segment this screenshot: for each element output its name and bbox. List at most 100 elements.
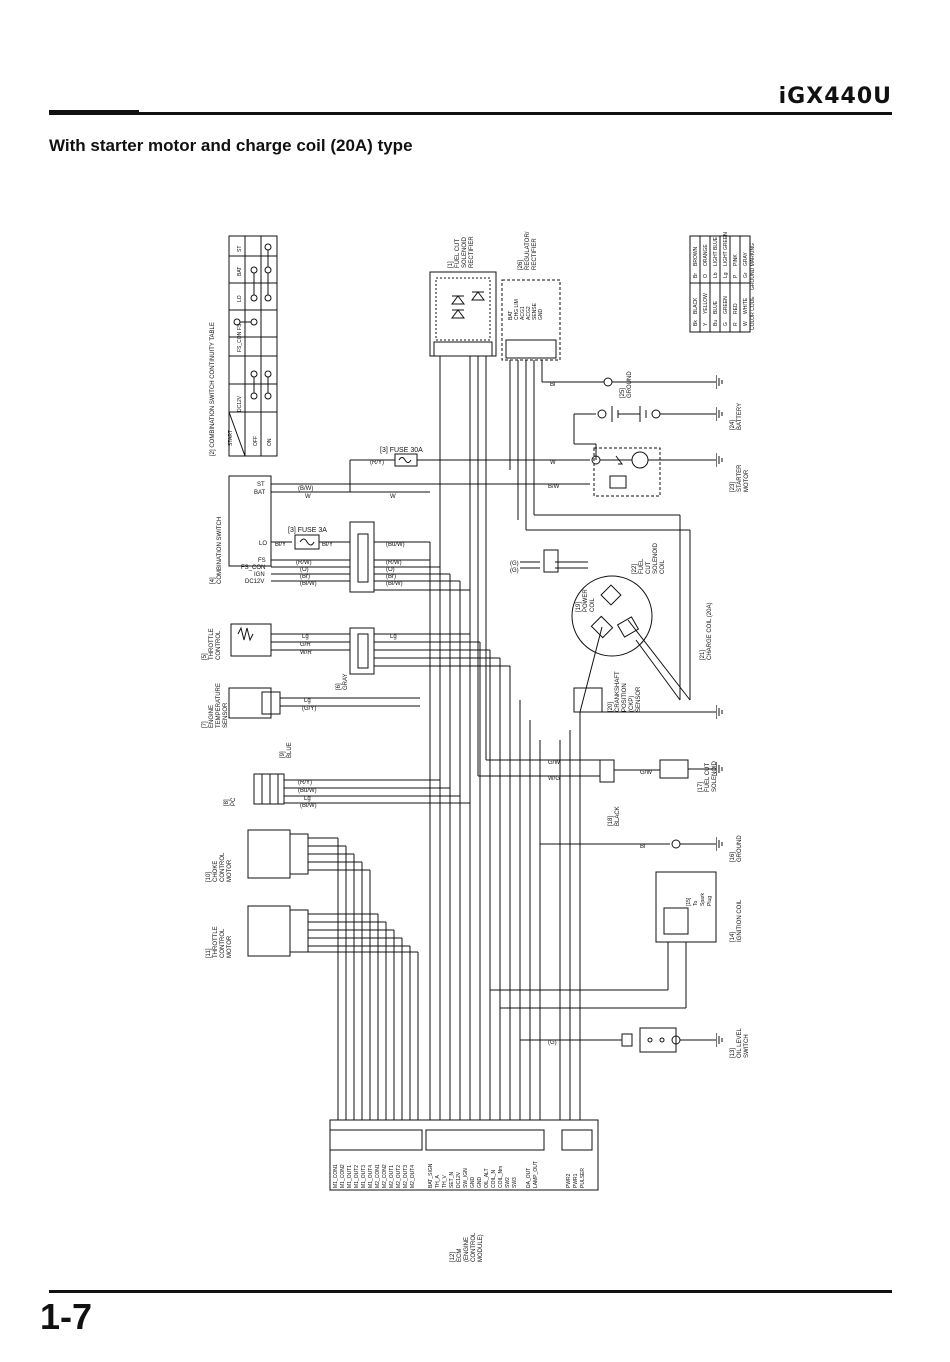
reg-line1: [26] [518,260,524,270]
legend-r3c1: Bu [713,320,719,326]
ground16-line1: [16] [730,852,736,862]
wire-rw: (R/W) [296,560,312,566]
wire-bw-a: (B/W) [298,486,313,492]
continuity-table [228,235,278,457]
reg-line3: RECTIFIER [532,238,538,270]
legend-r3c2: BLUE [713,300,719,314]
fuel-cut-coil-line3: CUT [646,561,652,574]
spark-line4: Plug [707,896,713,906]
fuel-cut-rectifier-box [429,271,497,357]
throttle-control-line1: [5] [202,653,208,660]
ecm-pin-2: M1_OUT1 [347,1165,353,1188]
wire-bl-g16: Bl [640,844,645,850]
table-row-on: ON [267,438,273,446]
wire-br: (Br) [300,574,310,580]
ecm-pin-20: OIL_ALT [484,1168,490,1188]
ecm-pin-0: M1_CON1 [333,1164,339,1188]
table-col-fscon: FS_CON [237,331,243,352]
throttle-control-line3: CONTROL [216,630,222,660]
wire-gw-sol: G/W [640,770,652,776]
wire-w-b: W [390,494,396,500]
table-col-dc12v: DC12V [237,395,243,412]
ecm-pin-26: LAMP_OUT [533,1161,539,1188]
reg-pin-acg1: ACG1 [520,306,526,320]
starter-motor-symbol [591,447,716,497]
wire-bw-starter: B/W [548,484,560,490]
combo-switch-line1: [4] [210,577,216,584]
wire-blw: (Bl/W) [300,581,317,587]
power-coil-line1: [19] [576,602,582,612]
ignition-coil-line2: IGNITION COIL [737,899,743,942]
black-connector [599,759,615,783]
ckp-line1: [20] [608,702,614,712]
ecm-pin-28: PWR1 [573,1173,579,1188]
spark-line3: Spark [700,892,706,906]
combo-switch-line2: COMBINATION SWITCH [217,517,223,584]
wire-gw: G/W [548,760,560,766]
wire-br-2: (Br) [386,574,396,580]
throttle-motor-line1: [11] [206,948,212,958]
ignition-coil-line1: [14] [730,932,736,942]
wire-g-oil: (G) [548,1040,557,1046]
temp-line3: TEMPERATURE [216,683,222,728]
legend-r1c3: Br [693,273,699,278]
legend-r5c2: RED [733,303,739,314]
fuel-cut-sol-line3: SOLENOID [712,760,718,792]
ecm-pin-12: BAT_SIGN [428,1163,434,1188]
power-coil-line3: COIL [590,597,596,612]
wire-wg: W/G [548,776,560,782]
legend-r6c4: GRAY [743,252,749,266]
pc-line2: PC [231,797,237,806]
fuse30-label: [3] FUSE 30A [380,447,423,454]
throttle-control-line2: THROTTLE [209,628,215,660]
legend-r1c2: BLACK [693,297,699,314]
fuel-cut-coil-line4: SOLENOID [653,542,659,574]
fcr-line2: FUEL CUT [455,239,461,268]
choke-line3: CONTROL [220,852,226,882]
wire-rw-2: (R/W) [386,560,402,566]
legend-r4c3: Lg [723,272,729,278]
sw-pin-fscon: FS_CON [241,565,265,571]
spark-line2: To [693,901,699,907]
sw-pin-fs: FS [258,558,266,564]
starter-line2: STARTER [737,464,743,492]
table-col-st: ST [237,246,243,252]
legend-r3c3: Lb [713,272,719,278]
wire-wr: W/R [300,650,312,656]
black-line1: [18] [608,816,614,826]
wire-buw: (Bu/W) [386,542,405,548]
wire-g-a: (G) [510,561,519,567]
ecm-line4: CONTROL [471,1232,477,1262]
ecm-pin-10: M2_OUT3 [403,1165,409,1188]
ecm-line2: ECM [457,1249,463,1262]
blue-line1: [9] [280,751,286,758]
reg-pin-bat: BAT [508,311,514,320]
wire-lg-pc: Lg [304,796,311,802]
fuel-cut-coil-line2: FUEL [639,558,645,574]
throttle-motor-line2: THROTTLE [213,926,219,958]
gray-line2: GRAY [343,673,349,690]
choke-line4: MOTOR [227,859,233,882]
ecm-pin-23: SW2 [505,1177,511,1188]
ecm-pin-3: M1_OUT2 [354,1165,360,1188]
ecm-pin-16: DC12V [456,1171,462,1188]
temp-line4: SENSOR [223,702,229,728]
ckp-line2: CRANKSHAFT [615,671,621,712]
wire-ry: (R/Y) [370,460,384,466]
ground25-line2: GROUND [627,371,633,398]
ecm-pin-24: SW3 [512,1177,518,1188]
ecm-pin-27: PWR2 [566,1173,572,1188]
page-number: 1-7 [40,1296,93,1337]
ecm-pin-18: GND [470,1177,476,1189]
wire-w-starter: W [550,460,556,466]
ecm-pin-5: M1_OUT4 [368,1165,374,1188]
continuity-table-title: [2] COMBINATION SWITCH CONTINUITY TABLE [210,322,216,456]
legend-r5c4: PINK [733,254,739,266]
legend-r2c4: ORANGE [703,244,709,266]
fuel-cut-sol-line1: [17] [698,782,704,792]
connector-block-upper [349,521,375,593]
ckp-line4: (CKP) [629,696,635,712]
oil-switch-line3: SWITCH [744,1034,750,1058]
battery-line1: [24] [730,420,736,430]
